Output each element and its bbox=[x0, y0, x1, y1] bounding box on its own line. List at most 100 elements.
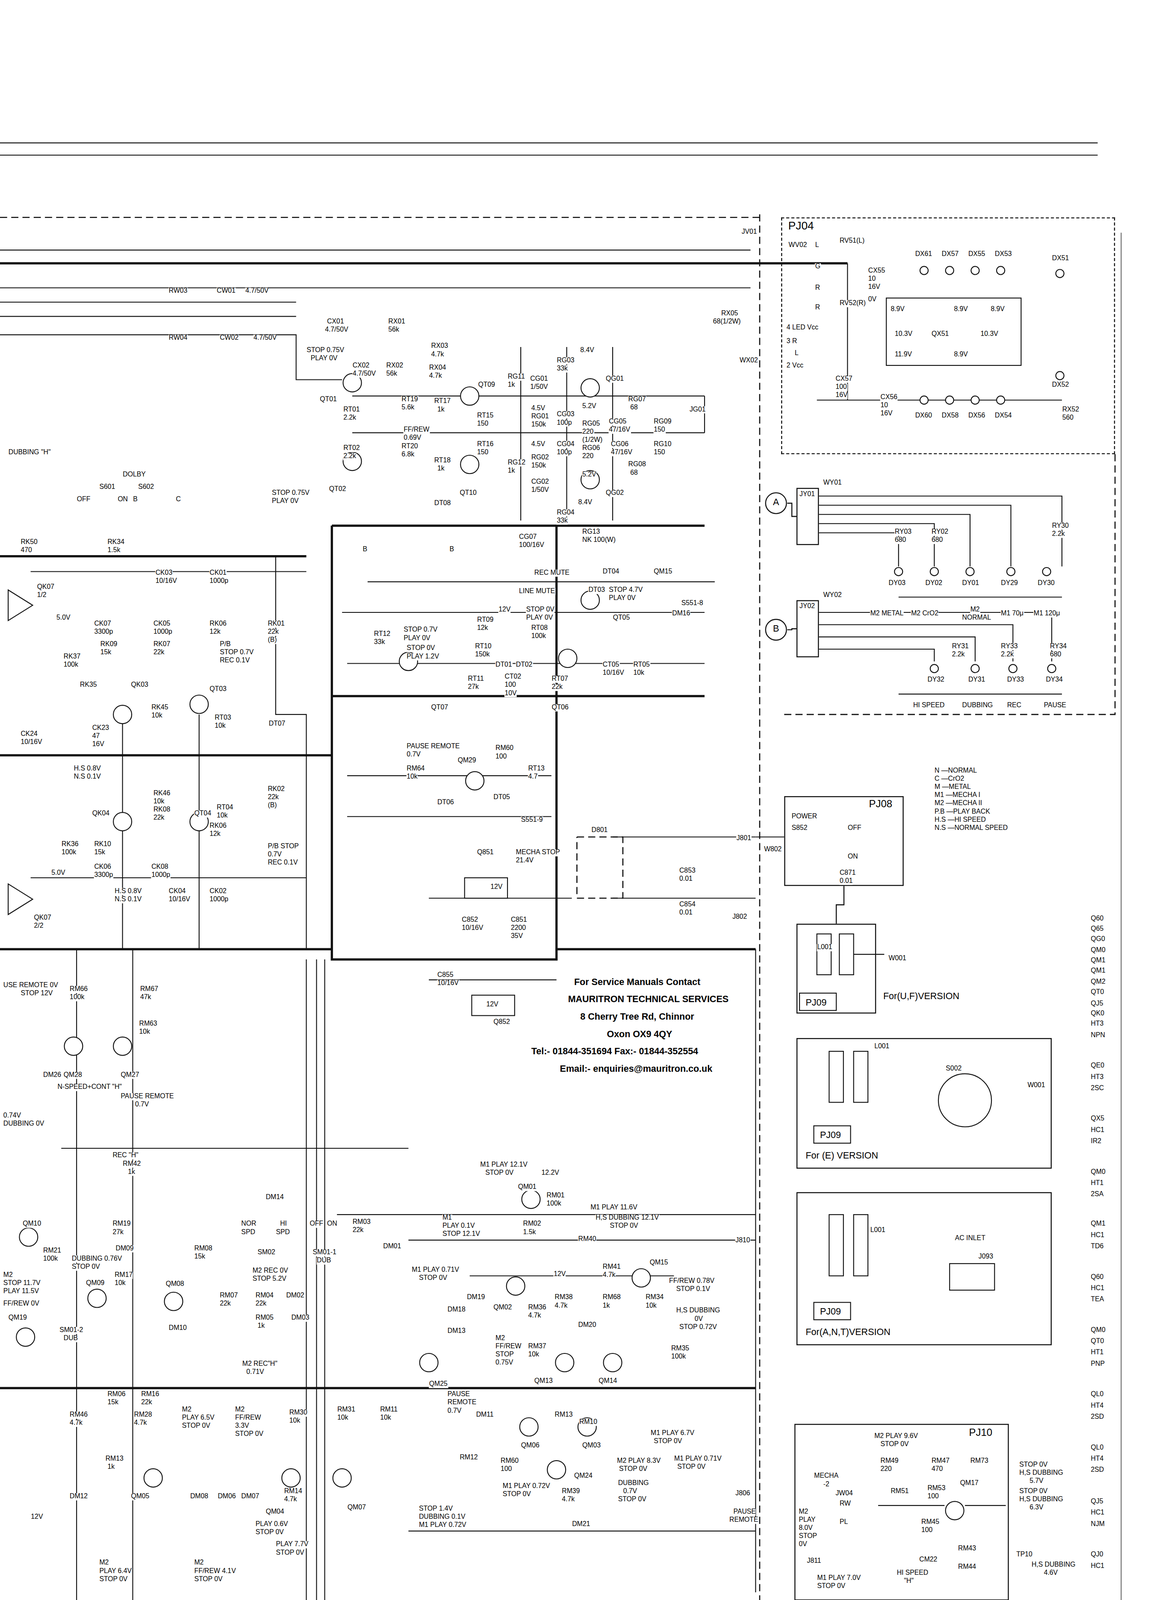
signal-wire bbox=[198, 714, 200, 950]
component-body bbox=[886, 297, 1021, 366]
component-label: 12k bbox=[209, 831, 222, 839]
component-label: C854 bbox=[678, 901, 696, 909]
component-label: NK 100(W) bbox=[581, 536, 616, 545]
component-label: STOP 0V bbox=[1019, 1462, 1048, 1470]
component-label: TP10 bbox=[1015, 1551, 1033, 1560]
component-label: RM49 bbox=[880, 1458, 899, 1466]
component-label: 10k bbox=[289, 1418, 301, 1426]
component-label: PLAY 6.5V bbox=[181, 1415, 215, 1423]
signal-wire bbox=[818, 496, 1062, 567]
parts-list-entry: HT4 bbox=[1090, 1403, 1104, 1411]
component-label: REC 0.1V bbox=[267, 859, 298, 868]
component-label: CG05 bbox=[608, 418, 627, 426]
component-label: CK03 bbox=[155, 569, 173, 578]
component-label: PAUSE bbox=[733, 1509, 757, 1517]
component-label: DM14 bbox=[265, 1194, 284, 1202]
component-label: STOP 0.1V bbox=[675, 1286, 711, 1294]
component-label: QG02 bbox=[605, 489, 624, 498]
component-label: QT04 bbox=[194, 810, 212, 818]
node-label: JY02 bbox=[799, 603, 815, 611]
transistor-symbol bbox=[558, 649, 577, 668]
component-label: DM09 bbox=[115, 1245, 134, 1254]
component-label: 150 bbox=[653, 449, 666, 457]
component-label: 22k bbox=[153, 649, 165, 657]
component-label: QM24 bbox=[573, 1473, 593, 1481]
component-label: RK46 bbox=[153, 790, 171, 798]
component-label: RT02 bbox=[343, 445, 361, 453]
parts-list-entry: QE0 bbox=[1090, 1062, 1105, 1071]
component-label: RK07 bbox=[153, 641, 171, 649]
component-label: RY02 bbox=[931, 528, 949, 537]
component-label: 4.5V bbox=[530, 441, 546, 449]
led-symbol bbox=[970, 266, 980, 275]
component-label: RM38 bbox=[554, 1294, 573, 1302]
component-label: 100p bbox=[556, 449, 573, 457]
component-label: FF/REW bbox=[495, 1343, 522, 1351]
bus-wire bbox=[0, 754, 332, 757]
component-body bbox=[949, 1264, 995, 1291]
component-label: 10k bbox=[527, 1351, 540, 1360]
component-label: 0.01 bbox=[678, 875, 693, 884]
led-symbol bbox=[930, 567, 939, 576]
signal-wire bbox=[755, 949, 756, 1593]
component-label: DUBBING 0.76V bbox=[71, 1256, 123, 1264]
component-label: 0.7V bbox=[267, 851, 283, 859]
component-label: DOLBY bbox=[122, 471, 147, 479]
component-label: PAUSE bbox=[447, 1391, 471, 1399]
component-label: 12k bbox=[476, 625, 489, 633]
component-label: RM10 bbox=[578, 1419, 598, 1427]
component-label: "H" bbox=[903, 1578, 915, 1586]
signal-wire bbox=[818, 505, 1011, 567]
parts-list-entry: 2SC bbox=[1090, 1085, 1105, 1093]
component-label: 22k bbox=[267, 628, 280, 637]
component-label: 150k bbox=[530, 421, 547, 429]
transistor-symbol bbox=[460, 386, 479, 406]
component-label: 6.8k bbox=[401, 451, 415, 459]
component-label: 12V bbox=[486, 1001, 499, 1009]
component-label: 10k bbox=[214, 722, 227, 731]
component-label: 10.3V bbox=[894, 330, 913, 339]
board-outline bbox=[576, 837, 623, 899]
component-label: RY31 bbox=[951, 643, 970, 651]
component-label: M2 bbox=[495, 1335, 505, 1343]
component-label: L001 bbox=[816, 944, 833, 952]
component-label: 8.4V bbox=[578, 499, 593, 507]
component-label: CG02 bbox=[530, 478, 550, 487]
component-label: DT05 bbox=[493, 794, 511, 802]
component-label: PLAY bbox=[798, 1517, 817, 1525]
component-label: M2 REC 0V bbox=[252, 1268, 289, 1276]
component-label: 100 bbox=[927, 1493, 940, 1502]
component-label: M2 PLAY 9.6V bbox=[873, 1433, 918, 1441]
component-label: 22k bbox=[255, 1300, 267, 1309]
component-label: (B) bbox=[267, 637, 278, 645]
parts-list-entry: QM0 bbox=[1090, 1327, 1106, 1335]
transistor-symbol bbox=[519, 1418, 539, 1437]
component-label: 6.3V bbox=[1029, 1505, 1045, 1513]
component-label: RK50 bbox=[20, 539, 39, 547]
component-label: M2 PLAY 8.3V bbox=[616, 1458, 661, 1466]
component-label: RM66 bbox=[69, 986, 88, 994]
component-label: 10/16V bbox=[436, 980, 459, 988]
parts-list-entry: QL0 bbox=[1090, 1391, 1104, 1399]
component-label: 47/16V bbox=[608, 426, 631, 434]
component-label: 1000p bbox=[209, 896, 229, 904]
component-label: RM08 bbox=[194, 1245, 213, 1254]
component-label: MECHA bbox=[813, 1473, 839, 1481]
parts-list-entry: HC1 bbox=[1090, 1127, 1105, 1135]
component-label: RX52 bbox=[1061, 406, 1080, 414]
signal-wire bbox=[61, 1148, 409, 1150]
component-label: RM06 bbox=[107, 1391, 126, 1399]
component-label: R bbox=[814, 284, 821, 292]
parts-list-entry: QM0 bbox=[1090, 1169, 1106, 1177]
component-label: QM03 bbox=[581, 1442, 601, 1451]
component-label: STOP 1.4V bbox=[418, 1506, 454, 1514]
component-label: RM68 bbox=[602, 1294, 621, 1302]
component-label: 16V bbox=[867, 283, 881, 292]
component-label: RM02 bbox=[522, 1221, 542, 1229]
service-contact-note: 8 Cherry Tree Rd, Chinnor bbox=[580, 1012, 695, 1023]
abbreviation-key: N.S —NORMAL SPEED bbox=[934, 825, 1008, 833]
component-label: RY34 bbox=[1049, 643, 1068, 651]
parts-list-entry: HC1 bbox=[1090, 1563, 1105, 1571]
transistor-symbol bbox=[419, 1353, 439, 1373]
transistor-symbol bbox=[521, 1190, 540, 1210]
